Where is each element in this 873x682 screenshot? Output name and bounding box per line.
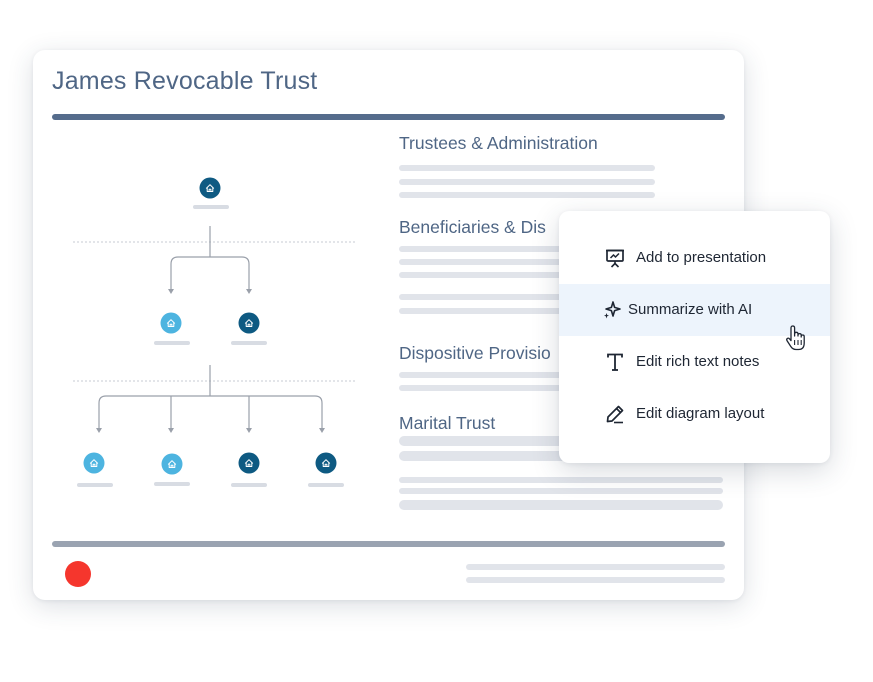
text-placeholder xyxy=(399,272,589,278)
text-placeholder xyxy=(399,308,589,314)
text-placeholder xyxy=(399,488,723,494)
section-heading-beneficiaries: Beneficiaries & Dis xyxy=(399,217,546,237)
home-icon xyxy=(166,319,176,327)
connector-arrow xyxy=(168,428,174,433)
text-placeholder xyxy=(399,165,655,171)
menu-item-label: Edit rich text notes xyxy=(636,353,760,370)
menu-item-summarize-with-ai[interactable]: Summarize with AI xyxy=(559,284,830,336)
connector-arrow xyxy=(168,289,174,294)
text-placeholder xyxy=(399,385,589,391)
sparkle-icon xyxy=(604,301,621,319)
text-placeholder xyxy=(399,372,589,378)
hand-cursor-icon xyxy=(786,325,805,351)
text-placeholder xyxy=(399,179,655,185)
menu-item-edit-rich-text-notes[interactable]: Edit rich text notes xyxy=(559,336,830,388)
diagram-node xyxy=(315,452,337,474)
home-icon xyxy=(244,319,254,327)
connector-group xyxy=(170,226,250,292)
diagram-node xyxy=(238,452,260,474)
node-label-placeholder xyxy=(231,341,267,345)
section-heading-dispositive: Dispositive Provisio xyxy=(399,343,551,363)
connector-arrow xyxy=(246,289,252,294)
presentation-icon xyxy=(606,249,624,268)
diagram-node xyxy=(83,452,105,474)
home-icon xyxy=(167,460,177,468)
trust-diagram[interactable] xyxy=(33,50,744,600)
menu-item-edit-diagram-layout[interactable]: Edit diagram layout xyxy=(559,388,830,440)
document-title: James Revocable Trust xyxy=(52,67,318,95)
text-placeholder xyxy=(399,294,589,300)
connector-arrow xyxy=(96,428,102,433)
text-icon xyxy=(607,353,623,371)
pen-icon xyxy=(606,405,624,424)
connector-group xyxy=(98,365,323,431)
home-icon xyxy=(321,459,331,467)
node-label-placeholder xyxy=(231,483,267,487)
text-placeholder xyxy=(399,192,655,198)
footer-divider xyxy=(52,541,725,547)
menu-item-label: Summarize with AI xyxy=(628,301,753,318)
node-label-placeholder xyxy=(308,483,344,487)
text-placeholder xyxy=(399,246,589,252)
node-label-placeholder xyxy=(154,341,190,345)
text-placeholder xyxy=(399,451,589,461)
node-label-placeholder xyxy=(154,482,190,486)
text-placeholder xyxy=(399,477,723,483)
home-icon xyxy=(244,459,254,467)
text-placeholder xyxy=(399,436,589,446)
node-label-placeholder xyxy=(193,205,229,209)
menu-item-label: Edit diagram layout xyxy=(636,405,765,422)
section-heading-trustees: Trustees & Administration xyxy=(399,133,598,153)
menu-item-add-to-presentation[interactable]: Add to presentation xyxy=(559,232,830,284)
text-placeholder xyxy=(399,500,723,510)
diagram-node xyxy=(199,177,221,199)
section-heading-marital: Marital Trust xyxy=(399,413,496,433)
diagram-node xyxy=(161,453,183,475)
home-icon xyxy=(89,459,99,467)
diagram-node xyxy=(238,312,260,334)
status-indicator[interactable] xyxy=(65,561,91,587)
diagram-node xyxy=(160,312,182,334)
menu-item-label: Add to presentation xyxy=(636,249,767,266)
home-icon xyxy=(205,184,215,192)
title-divider xyxy=(52,114,725,120)
node-label-placeholder xyxy=(77,483,113,487)
connector-arrow xyxy=(319,428,325,433)
connector-arrow xyxy=(246,428,252,433)
footer-text-placeholder xyxy=(466,564,725,570)
footer-text-placeholder xyxy=(466,577,725,583)
context-menu: Add to presentation Summarize with AI Ed… xyxy=(559,211,830,463)
text-placeholder xyxy=(399,259,589,265)
